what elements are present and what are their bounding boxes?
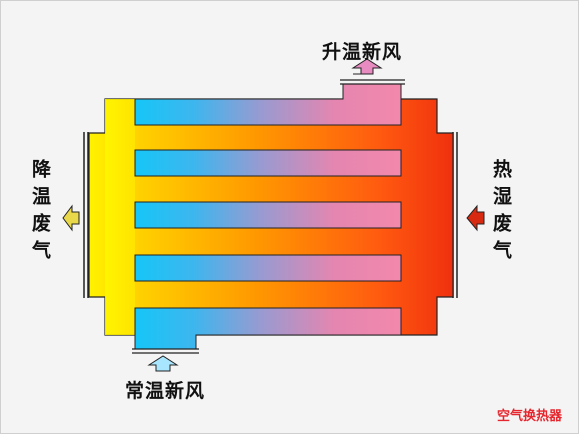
channel-2 [134, 149, 402, 177]
left-yellow-band [105, 99, 135, 335]
left-side-lines [83, 132, 89, 298]
bottom-input-label: 常温新风 [125, 380, 206, 402]
right-input-label: 热湿废气 [490, 159, 512, 267]
arrow-up-icon [147, 355, 179, 372]
left-output-label: 降温废气 [29, 159, 51, 267]
top-outlet-lines [340, 79, 405, 85]
arrow-left-icon [466, 204, 485, 232]
air-channels [134, 83, 402, 350]
arrow-up-icon [351, 58, 383, 75]
channel-1 [134, 83, 402, 126]
bottom-inlet-lines [132, 348, 199, 354]
channel-5 [134, 307, 402, 350]
top-output-label: 升温新风 [322, 41, 403, 63]
channel-4 [134, 254, 402, 282]
watermark: 空气换热器 [496, 409, 562, 424]
arrow-left-icon [62, 204, 80, 232]
channel-3 [134, 201, 402, 229]
